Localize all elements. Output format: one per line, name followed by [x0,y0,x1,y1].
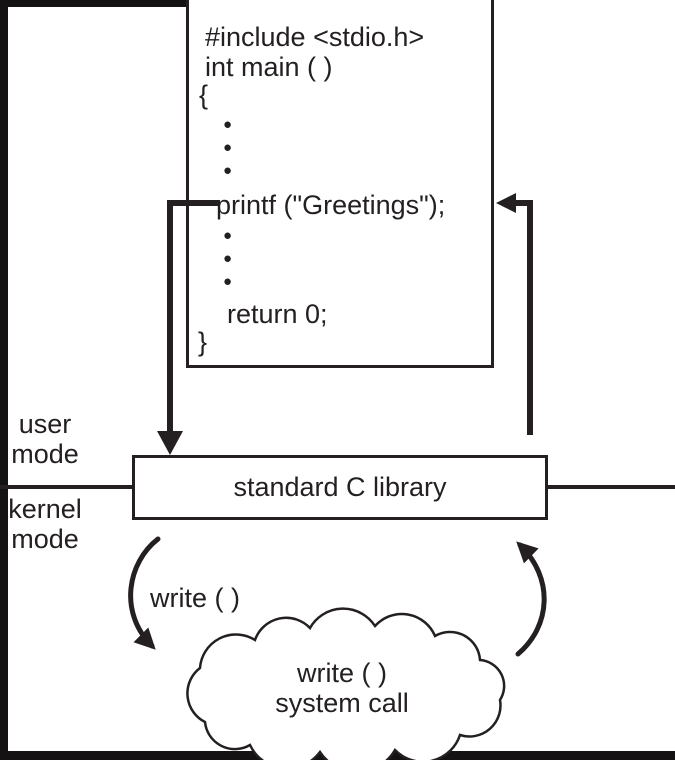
code-include-line: #include <stdio.h> [205,22,425,52]
system-call-cloud [186,607,506,760]
code-ellipsis-top: ● ● ● [223,113,232,182]
code-open-brace: { [199,80,209,110]
kernel-mode-label: kernel mode [8,494,82,554]
ellipsis-dot: ● [223,227,233,244]
user-program-box [186,0,494,368]
printf-call-arrow-horizontal [167,200,218,206]
ellipsis-dot: ● [223,250,233,267]
library-return-arrowhead-icon [496,193,516,213]
printf-call-arrowhead-icon [157,431,183,455]
code-ellipsis-bottom: ● ● ● [223,224,232,293]
write-call-curved-arrow [128,536,161,650]
code-main-line: int main ( ) [205,52,333,82]
mode-divider-left [0,485,132,489]
library-return-arrow-vertical [527,200,533,435]
code-close-brace: } [198,327,208,357]
code-return-line: return 0; [227,299,328,329]
standard-c-library-label: standard C library [233,472,447,502]
cloud-line-write: write ( ) [297,658,387,688]
system-call-cloud-text: write ( ) system call [192,658,492,718]
syscall-return-curved-arrow [515,541,547,657]
write-call-label: write ( ) [150,583,240,613]
library-return-arrow-horizontal [515,200,533,206]
user-mode-label: user mode [11,409,79,469]
ellipsis-dot: ● [223,273,233,290]
ellipsis-dot: ● [223,116,233,133]
standard-c-library-box: standard C library [132,455,548,520]
ellipsis-dot: ● [223,162,233,179]
code-printf-line: printf ("Greetings"); [216,190,446,220]
frame-left-bar [0,0,8,752]
printf-call-arrow-vertical [167,200,173,433]
ellipsis-dot: ● [223,139,233,156]
cloud-line-system-call: system call [275,688,409,718]
mode-divider-right [548,485,675,489]
